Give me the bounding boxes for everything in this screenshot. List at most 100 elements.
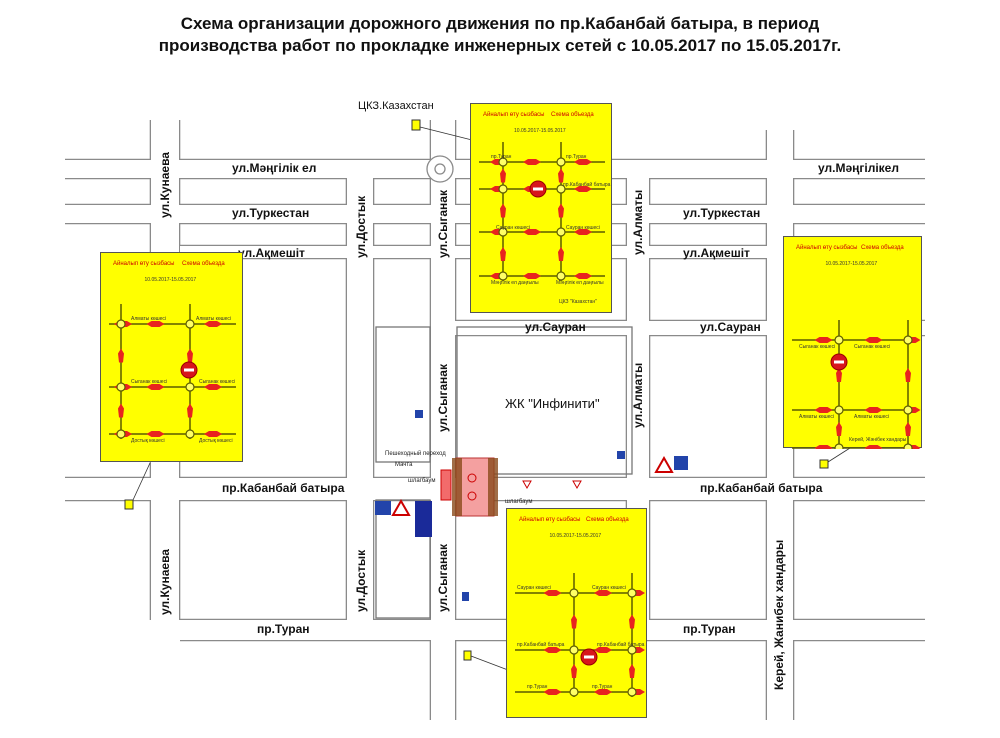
two-way-arrow-icon xyxy=(814,445,833,449)
street-label: ул.Ақмешіт xyxy=(683,246,750,260)
up-arrow-icon xyxy=(558,247,564,261)
up-arrow-icon xyxy=(905,422,911,436)
intersection-node xyxy=(498,157,508,167)
intersection-node xyxy=(903,405,913,415)
intersection-node xyxy=(498,184,508,194)
detour-street-label: Алматы көшесі xyxy=(854,414,890,420)
two-way-arrow-icon xyxy=(814,407,833,413)
intersection-node xyxy=(569,645,579,655)
intersection-node xyxy=(185,429,195,439)
street-label: ул.Сауран xyxy=(525,320,586,334)
detour-title-kz: Айналып өту сызбасы xyxy=(796,245,858,251)
intersection-node xyxy=(116,382,126,392)
detour-dates: 10.05.2017-15.05.2017 xyxy=(549,533,602,539)
two-way-arrow-icon xyxy=(594,647,612,653)
ckz-label: ЦКЗ.Казахстан xyxy=(358,100,434,112)
intersection-node xyxy=(903,443,913,449)
two-way-arrow-icon xyxy=(574,229,592,235)
detour-street-label: Алматы көшесі xyxy=(131,316,167,322)
street-label: Керей, Жанибек хандары xyxy=(772,539,786,690)
up-arrow-icon xyxy=(118,348,124,363)
two-way-arrow-icon xyxy=(204,384,222,390)
up-arrow-icon xyxy=(629,664,635,678)
intersection-node xyxy=(627,588,637,598)
street-label: ул.Туркестан xyxy=(683,206,761,220)
intersection-node xyxy=(498,271,508,281)
detour-dates: 10.05.2017-15.05.2017 xyxy=(144,277,197,283)
detour-street-label: Сыганак көшесі xyxy=(199,379,236,385)
two-way-arrow-icon xyxy=(204,431,222,437)
two-way-arrow-icon xyxy=(864,445,883,449)
two-way-arrow-icon xyxy=(594,590,612,596)
detour-street-label: пр.Кабанбай батыра xyxy=(517,642,565,648)
detour-street-label: Керей, Жәнібек хандары xyxy=(849,437,907,443)
two-way-arrow-icon xyxy=(814,337,833,343)
up-arrow-icon xyxy=(629,614,635,629)
detour-title-ru: Схема объезда xyxy=(551,112,594,118)
intersection-node xyxy=(185,382,195,392)
detour-street-label: Сауран көшесі xyxy=(592,585,626,591)
block xyxy=(375,326,431,463)
title-line-1: Схема организации дорожного движения по … xyxy=(180,14,820,33)
detour-title-ru: Схема объезда xyxy=(861,245,904,251)
two-way-arrow-icon xyxy=(594,689,612,695)
detour-street-label: Сыганак көшесі xyxy=(799,344,836,350)
street-label: ул.Туркестан xyxy=(232,206,310,220)
two-way-arrow-icon xyxy=(146,321,165,327)
title-line-2: производства работ по прокладке инженерн… xyxy=(158,36,842,55)
detour-street-label: Мәңгілік ел даңғылы xyxy=(556,280,604,286)
street-label: пр.Кабанбай батыра xyxy=(700,481,823,495)
street-label: ул.Алматы xyxy=(631,189,645,255)
two-way-arrow-icon xyxy=(523,229,541,235)
street-label: ул.Мәңгілік ел xyxy=(232,161,317,175)
mast-label: Мачта xyxy=(395,462,413,468)
detour-dates: 10.05.2017-15.05.2017 xyxy=(514,128,566,134)
intersection-node xyxy=(627,687,637,697)
detour-title-kz: Айналып өту сызбасы xyxy=(113,261,175,267)
intersection-node xyxy=(834,443,844,449)
up-arrow-icon xyxy=(905,368,911,382)
intersection-node xyxy=(569,588,579,598)
street-label: ул.Сыганак xyxy=(436,190,450,258)
up-arrow-icon xyxy=(558,168,564,183)
up-arrow-icon xyxy=(500,247,506,261)
street-label: пр.Туран xyxy=(257,622,310,636)
detour-street-label: Достық көшесі xyxy=(131,438,165,444)
barrier-label: шлагбаум xyxy=(408,478,436,484)
detour-street-label: Алматы көшесі xyxy=(196,316,232,322)
street-label: ул.Сыганак xyxy=(436,364,450,432)
block xyxy=(375,499,431,619)
road-sign-group xyxy=(124,119,851,671)
two-way-arrow-icon xyxy=(523,273,541,279)
detour-street-label: пр.Туран xyxy=(592,684,613,690)
street-label: ул.Достык xyxy=(354,549,368,612)
intersection-node xyxy=(498,227,508,237)
intersection-node xyxy=(556,184,566,194)
two-way-arrow-icon xyxy=(574,159,592,165)
up-arrow-icon xyxy=(558,203,564,218)
intersection-node xyxy=(116,429,126,439)
detour-street-label: пр.Туран xyxy=(527,684,548,690)
up-arrow-icon xyxy=(187,348,193,363)
detour-street-label: пр.Туран xyxy=(491,154,512,160)
infinity-label: ЖК "Инфинити" xyxy=(505,396,600,411)
street-label: ул.Сауран xyxy=(700,320,761,334)
up-arrow-icon xyxy=(836,422,842,436)
detour-title-ru: Схема объезда xyxy=(182,261,225,267)
street-label: ул.Достык xyxy=(354,195,368,258)
detour-street-label: пр.Туран xyxy=(566,154,587,160)
roundabout xyxy=(426,155,454,183)
detour-title-kz: Айналып өту сызбасы xyxy=(519,517,581,523)
two-way-arrow-icon xyxy=(523,159,541,165)
two-way-arrow-icon xyxy=(146,431,165,437)
up-arrow-icon xyxy=(500,203,506,218)
detour-street-label: Сауран көшесі xyxy=(496,225,530,231)
two-way-arrow-icon xyxy=(146,384,165,390)
detour-street-label: Сауран көшесі xyxy=(517,585,551,591)
barrier-label: шлагбаум xyxy=(505,499,533,505)
street-label: пр.Туран xyxy=(683,622,736,636)
intersection-node xyxy=(556,157,566,167)
